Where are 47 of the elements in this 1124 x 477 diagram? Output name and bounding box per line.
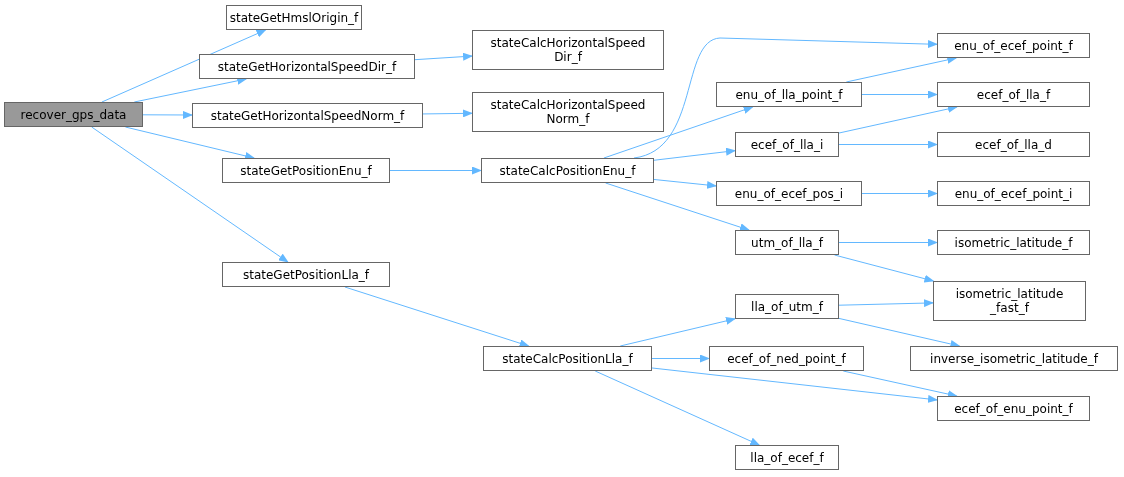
arrow [422,109,473,118]
function-box: stateCalcHorizontalSpeed Dir_f [472,30,664,70]
function-box: stateCalcPositionEnu_f [481,158,654,183]
function-box: ecef_of_enu_point_f [937,396,1090,421]
function-box: stateGetHorizontalSpeedDir_f [199,54,415,79]
function-box: isometric_latitude _fast_f [933,281,1086,321]
function-box: stateGetHorizontalSpeedNorm_f [192,103,423,128]
function-box: ecef_of_lla_i [735,132,839,157]
arrow [838,238,938,247]
arrow [651,354,710,363]
arrow [653,179,717,189]
arrow [838,105,958,134]
arrow [838,317,961,348]
arrow [653,147,736,161]
function-box: lla_of_utm_f [735,294,839,319]
function-box: stateCalcHorizontalSpeed Norm_f [472,92,664,132]
function-box: enu_of_ecef_point_i [937,181,1090,206]
function-box: utm_of_lla_f [735,230,839,255]
function-box: ecef_of_lla_f [937,82,1090,107]
arrow [344,286,530,348]
function-box: stateGetPositionEnu_f [222,158,390,183]
arrow [605,182,750,231]
arrow [414,52,473,61]
function-box: ecef_of_lla_d [937,132,1090,157]
arrow [389,166,482,175]
arrow [861,90,938,99]
arrow [91,126,289,263]
arrow [838,299,934,308]
function-box: recover_gps_data [4,102,143,127]
function-box: isometric_latitude_f [937,230,1090,255]
arrow [142,110,193,119]
function-box: inverse_isometric_latitude_f [910,346,1118,371]
function-box: enu_of_ecef_pos_i [716,181,862,206]
arrow [603,106,754,159]
function-box: lla_of_ecef_f [735,445,839,470]
function-box: stateGetPositionLla_f [222,262,390,287]
arrow [594,370,761,446]
function-box: stateCalcPositionLla_f [483,346,652,371]
function-box: enu_of_lla_point_f [716,82,862,107]
function-box: enu_of_ecef_point_f [937,33,1090,58]
function-box: stateGetHmslOrigin_f [226,5,362,30]
arrow [861,189,938,198]
arrow [101,29,267,103]
arrow [838,140,938,149]
function-box: ecef_of_ned_point_f [709,346,864,371]
arrow [834,254,935,283]
arrow [651,367,938,403]
